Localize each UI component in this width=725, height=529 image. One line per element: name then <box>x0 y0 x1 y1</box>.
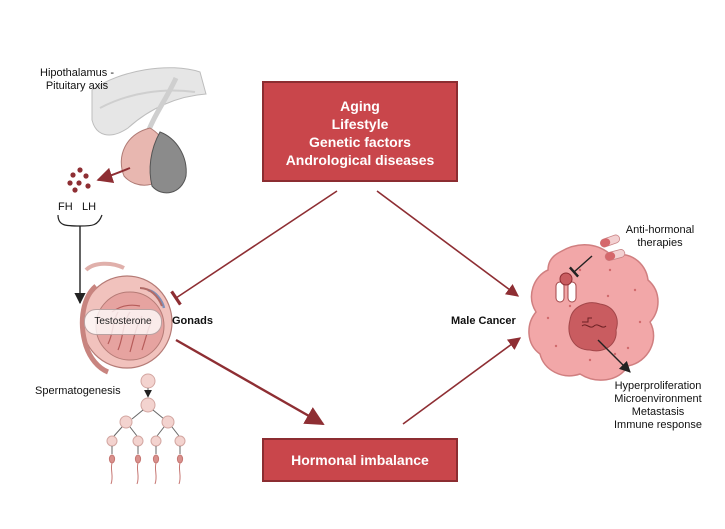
factor-andrological-diseases: Andrological diseases <box>285 152 435 168</box>
outcome-microenvironment: Microenvironment <box>614 393 702 405</box>
hormonal-imbalance-box: Hormonal imbalance <box>262 438 458 482</box>
outcome-immune-response: Immune response <box>613 419 703 431</box>
factor-genetic: Genetic factors <box>309 134 411 150</box>
hpa-label-line2: Pituitary axis <box>45 80 109 92</box>
factors-to-cancer-arrow <box>376 190 520 297</box>
outcome-metastasis: Metastasis <box>631 406 685 418</box>
imbalance-to-cancer-arrow <box>402 337 522 425</box>
pituitary-illustration <box>91 67 207 194</box>
testosterone-label: Testosterone <box>84 309 162 335</box>
lh-label: LH <box>82 201 97 213</box>
factors-to-gonads-inhibit <box>170 190 338 306</box>
gonads-label: Gonads <box>172 315 213 327</box>
factor-aging: Aging <box>340 98 380 114</box>
fh-label: FH <box>58 201 73 213</box>
spermatogenesis-label: Spermatogenesis <box>35 385 121 397</box>
outcomes-list: Hyperproliferation Microenvironment Meta… <box>603 380 713 432</box>
pills-icon <box>599 234 626 261</box>
anti-hormonal-line1: Anti-hormonal <box>625 224 695 236</box>
hormone-release-arrow <box>96 167 131 184</box>
spermatogenesis-tree <box>106 373 186 485</box>
hpa-label-line1: Hipothalamus - <box>40 67 114 79</box>
outcome-hyperproliferation: Hyperproliferation <box>614 380 702 392</box>
hormone-dots <box>67 167 91 193</box>
outcomes-arrow <box>597 339 631 373</box>
therapy-inhibit <box>568 255 593 278</box>
sperm-cells <box>108 454 184 485</box>
cancer-cell <box>528 244 659 381</box>
male-cancer-label: Male Cancer <box>451 315 516 327</box>
anti-hormonal-line2: therapies <box>637 237 683 249</box>
fh-lh-bracket <box>57 214 103 227</box>
gonads-to-imbalance-arrow <box>175 338 325 426</box>
factor-lifestyle: Lifestyle <box>331 116 389 132</box>
risk-factors-box: Aging Lifestyle Genetic factors Androlog… <box>262 81 458 182</box>
